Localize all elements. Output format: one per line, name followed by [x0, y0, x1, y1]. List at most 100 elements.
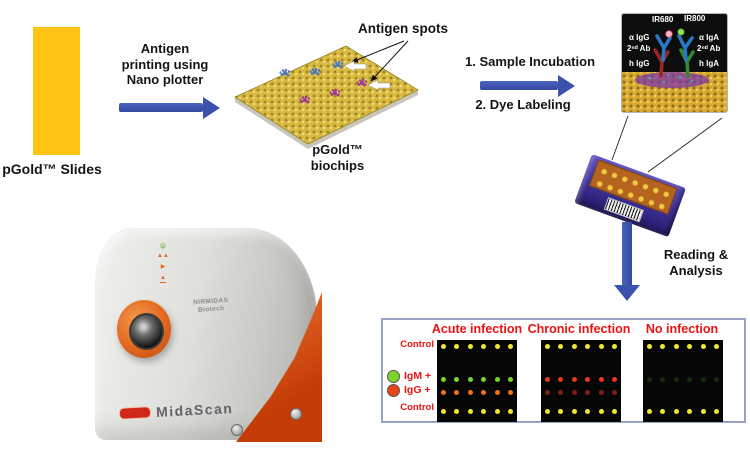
assay-dot — [687, 377, 693, 382]
igg-row-label: IgG + — [404, 384, 431, 396]
midascan-scanner-image: ψ ▲▲ ▶ ▲ NIRMIDAS Biotech MidaScan — [93, 218, 328, 448]
no-infection-array — [643, 340, 723, 422]
white-arrow-icon — [367, 79, 391, 91]
assay-dot — [598, 377, 604, 382]
ir800-label: IR800 — [684, 14, 706, 23]
assay-dot — [700, 377, 706, 382]
assay-dot — [494, 377, 500, 382]
biochip-gold-surface — [234, 45, 419, 145]
magnification-lines — [611, 115, 723, 173]
white-arrow-icon — [343, 60, 367, 72]
assay-dot — [494, 344, 500, 349]
assay-dot — [508, 344, 513, 349]
assay-dot — [508, 390, 513, 395]
run-indicator-icon: ▶ — [160, 264, 166, 270]
right-arrow-icon — [119, 96, 220, 119]
assay-dot — [508, 377, 513, 382]
assay-dot — [441, 390, 446, 395]
assay-dot — [494, 390, 500, 395]
biochips-label-line1: pGold™ — [312, 142, 363, 157]
assay-dot — [558, 344, 564, 349]
scanner-lens — [129, 313, 164, 350]
assay-dot — [660, 344, 666, 349]
step2-line2: 2. Dye Labeling — [475, 97, 571, 112]
alpha-iga-label: α IgA — [699, 33, 720, 42]
assay-dot — [660, 377, 666, 382]
reading-line2: Analysis — [669, 263, 723, 278]
ir680-dye-dot — [665, 30, 673, 38]
assay-dot — [441, 344, 446, 349]
step2-line1: 1. Sample Incubation — [464, 54, 596, 69]
assay-dot — [467, 344, 473, 349]
biochips-label-line2: biochips — [310, 158, 365, 173]
chronic-infection-array — [541, 340, 621, 422]
assay-dot — [467, 390, 473, 395]
biochip-cartridge — [574, 150, 700, 238]
assay-dot — [545, 409, 550, 414]
assay-dot — [545, 344, 550, 349]
assay-dot — [647, 377, 652, 382]
assay-dot — [571, 377, 577, 382]
antigen-spots-label: Antigen spots — [358, 21, 448, 36]
pgold-slide-label: pGold™ Slides — [2, 161, 102, 177]
assay-dot — [687, 409, 693, 414]
assay-dot — [508, 409, 513, 414]
assay-dot — [454, 377, 460, 382]
manufacturer-logo — [118, 406, 152, 420]
assay-dot — [673, 409, 679, 414]
column-header-chronic: Chronic infection — [527, 322, 631, 336]
assay-dot — [454, 344, 460, 349]
assay-dot — [612, 344, 617, 349]
assay-dot — [558, 409, 564, 414]
assay-dot — [545, 377, 550, 382]
iga-antibody-pair — [677, 34, 695, 78]
eject-indicator-icon: ▲ — [160, 275, 166, 283]
assay-dot — [558, 377, 564, 382]
assay-dot — [441, 409, 446, 414]
assay-dot — [481, 344, 487, 349]
pgold-slide-graphic — [33, 27, 80, 155]
assay-dot — [585, 377, 591, 382]
assay-dot — [714, 377, 719, 382]
assay-dot — [441, 377, 446, 382]
assay-dot — [494, 409, 500, 414]
results-panel: Acute infection Chronic infection No inf… — [381, 318, 746, 423]
antigen-layer — [635, 72, 709, 88]
assay-dot — [585, 390, 591, 395]
assay-dot — [598, 390, 604, 395]
step1-line1: Antigen — [140, 41, 190, 56]
reading-line1: Reading & — [663, 247, 729, 262]
alpha-igg-label: α IgG — [629, 33, 650, 42]
scanner-indicator-lights: ψ ▲▲ ▶ ▲ — [155, 242, 171, 283]
assay-dot — [673, 344, 679, 349]
status-indicator-icon: ▲▲ — [157, 253, 169, 259]
right-arrow-icon — [480, 74, 575, 97]
control-row-label-top: Control — [400, 339, 434, 350]
ir680-label: IR680 — [652, 15, 674, 24]
biochip-edge — [235, 90, 418, 149]
antibody-detail-box: IR680 IR800 α IgG 2ⁿᵈ Ab h IgG α IgA 2ⁿᵈ… — [621, 13, 728, 113]
assay-dot — [673, 377, 679, 382]
assay-dot — [612, 409, 617, 414]
assay-dot — [481, 390, 487, 395]
assay-dot — [714, 409, 719, 414]
assay-dot — [647, 344, 652, 349]
igg-legend-dot — [387, 384, 400, 397]
assay-dot — [571, 344, 577, 349]
control-row-label-bottom: Control — [400, 402, 434, 413]
pgold-biochip-graphic — [234, 40, 419, 149]
igg-antibody-pair — [653, 34, 672, 78]
assay-dot — [687, 344, 693, 349]
antibody-detail-graphic — [622, 28, 727, 112]
assay-dot — [598, 344, 604, 349]
step1-line3: Nano plotter — [126, 72, 204, 87]
assay-dot — [700, 409, 706, 414]
assay-dot — [647, 409, 652, 414]
assay-dot — [481, 377, 487, 382]
assay-dot — [612, 390, 617, 395]
second-ab-left-label: 2ⁿᵈ Ab — [627, 44, 651, 53]
column-header-acute: Acute infection — [431, 322, 523, 336]
assay-dot — [598, 409, 604, 414]
down-arrow-icon — [614, 222, 640, 301]
